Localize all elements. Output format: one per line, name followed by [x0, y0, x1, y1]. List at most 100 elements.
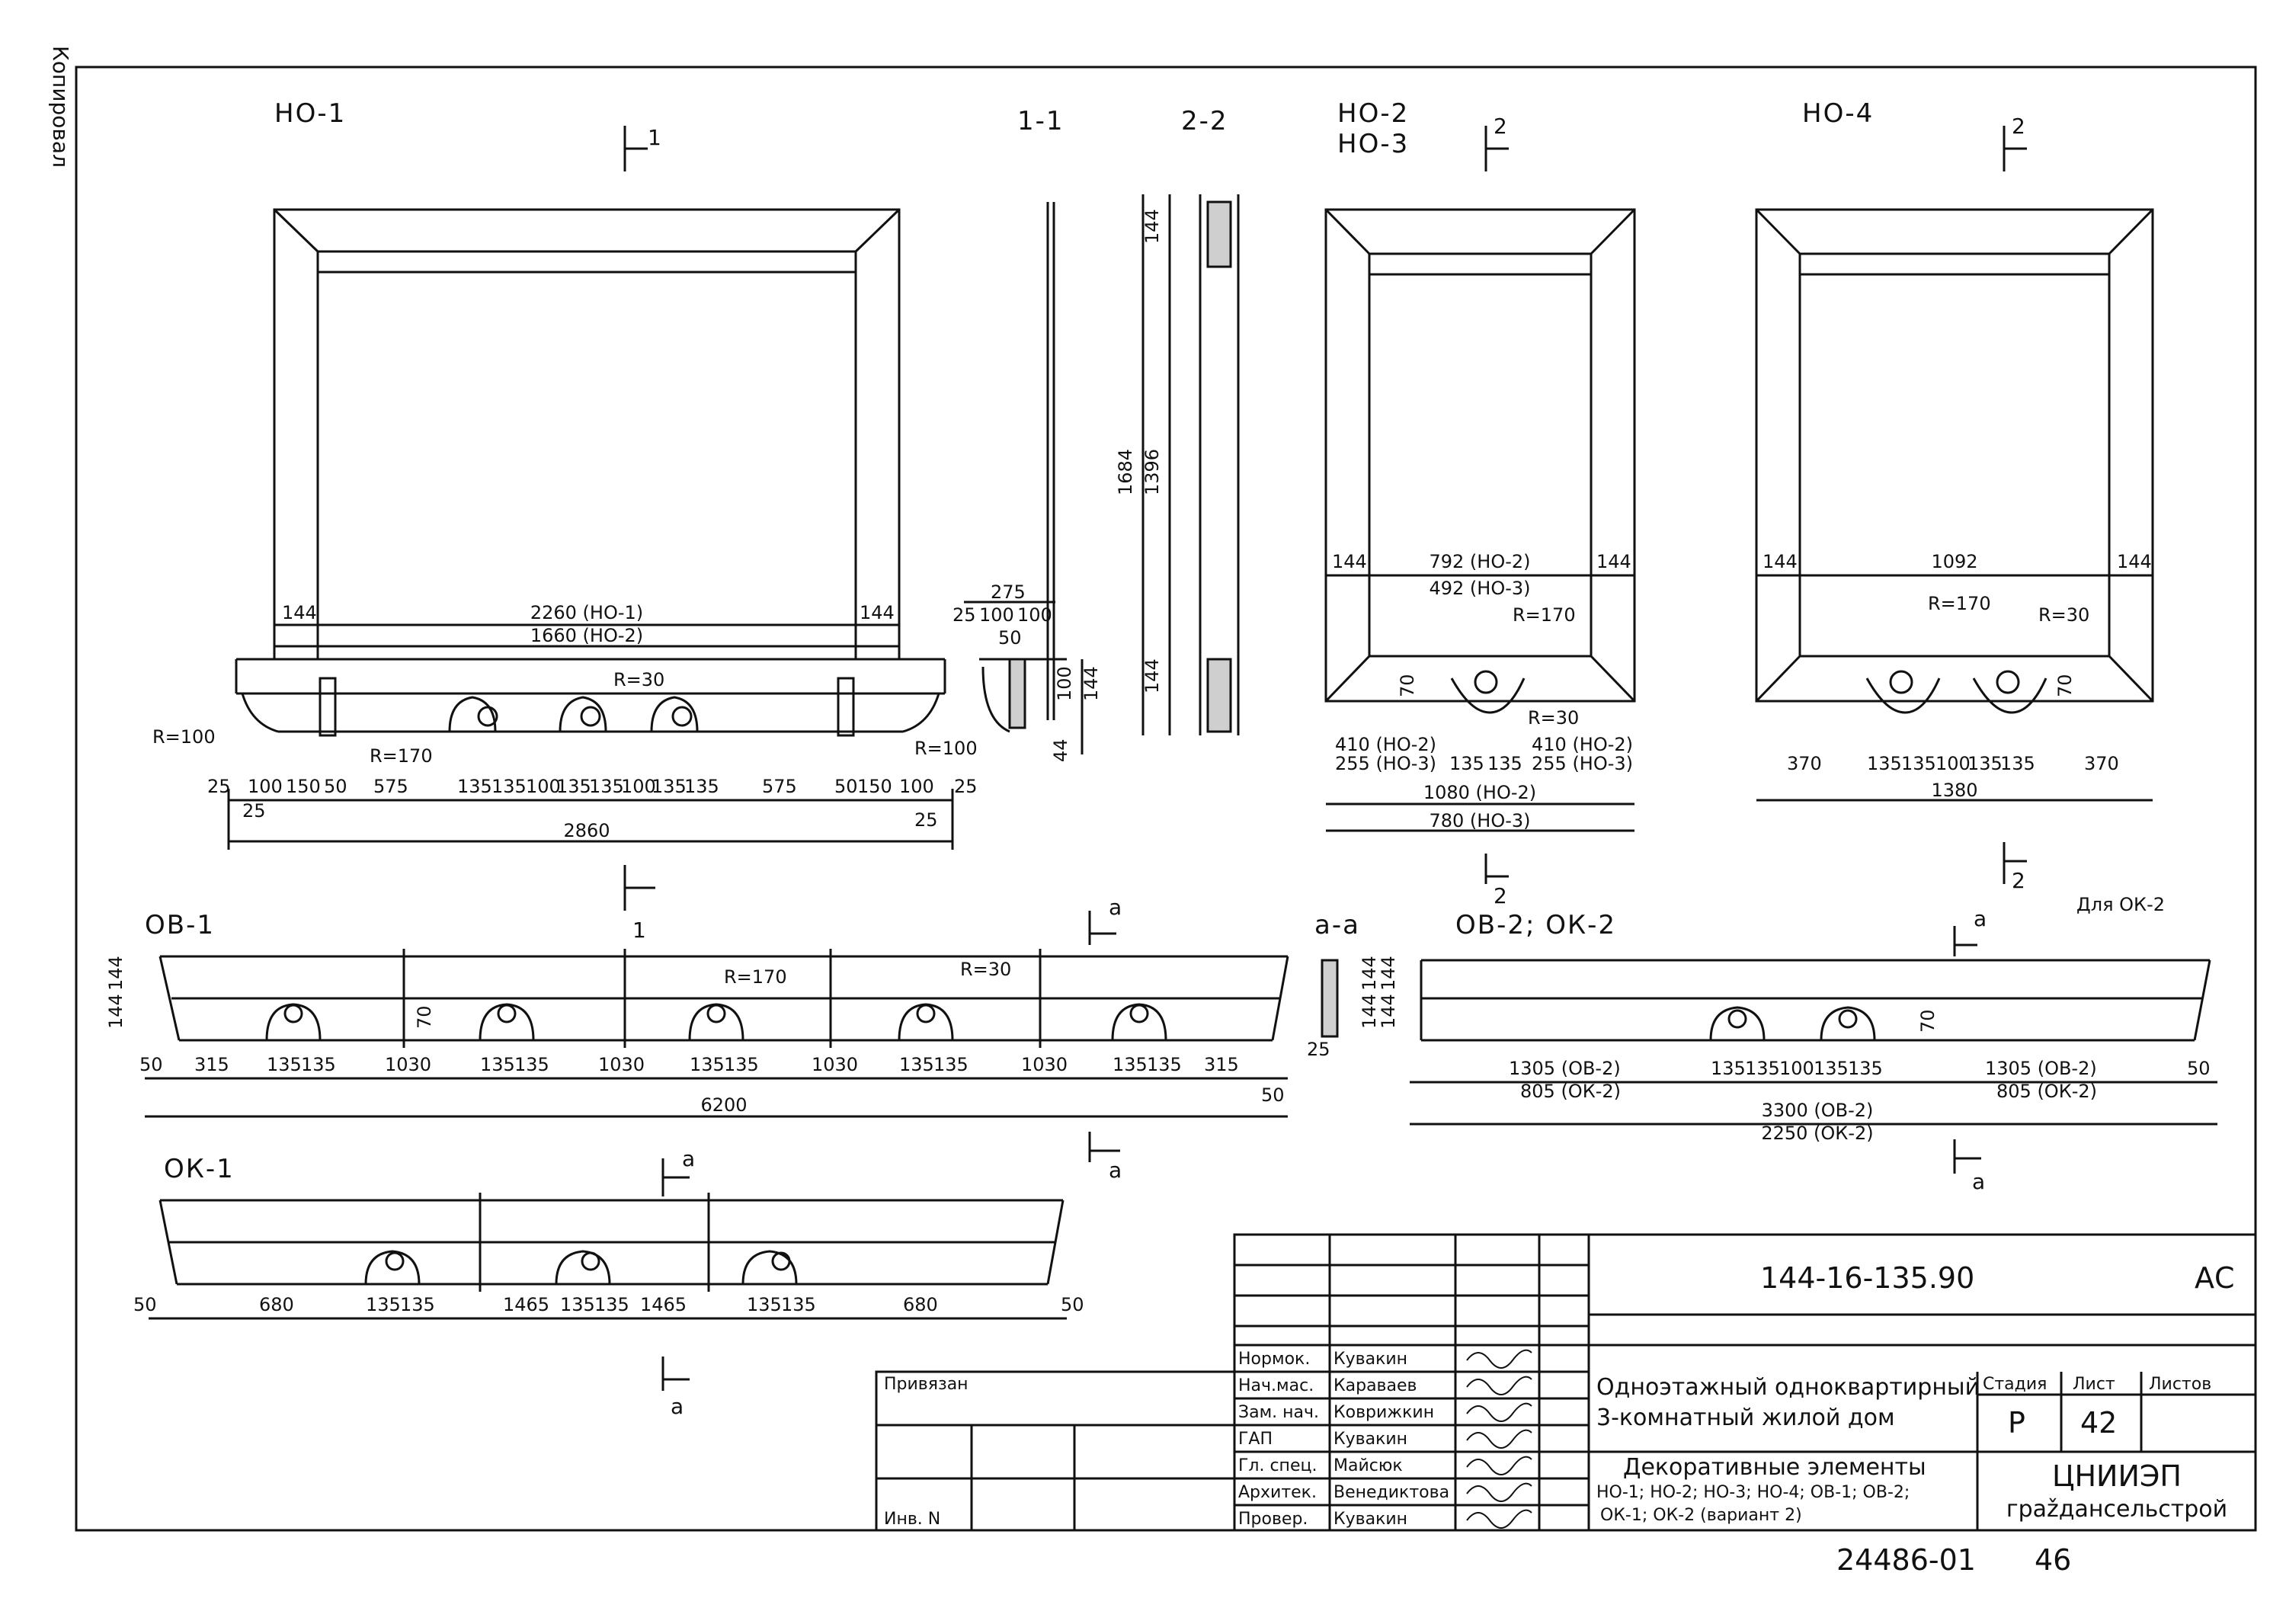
no1-title: НО-1	[274, 98, 346, 129]
dim-value: 135	[1814, 1058, 1849, 1079]
ov2-right-a: 1305 (ОВ-2)	[1985, 1058, 2097, 1079]
no23-left-b: 255 (НО-3)	[1335, 753, 1436, 774]
dim-value: 100	[248, 776, 283, 797]
dim-value: 135	[690, 1054, 725, 1075]
dim-value: 1030	[1021, 1054, 1068, 1075]
no1-dim-sub-l: 25	[242, 800, 266, 822]
ov2-title: ОВ-2; ОК-2	[1455, 910, 1616, 940]
no23-d70: 70	[1397, 674, 1418, 697]
dim-value: 50	[324, 776, 347, 797]
tb-sheet-l3: ОК-1; ОК-2 (вариант 2)	[1600, 1506, 1802, 1525]
dim-value: 370	[2084, 753, 2119, 774]
dim-value: 135	[556, 776, 591, 797]
tb-role: Архитек.	[1238, 1483, 1317, 1502]
dim-value: 575	[762, 776, 797, 797]
tb-name: Кувакин	[1334, 1510, 1407, 1529]
tb-role: Нач.мас.	[1238, 1376, 1314, 1395]
view-ok1: ОК-1 50 680 135 135 1465 135 135 1465 13…	[133, 1146, 1084, 1419]
dim-value: 50	[139, 1054, 163, 1075]
aa-d25: 25	[1307, 1039, 1330, 1060]
ov1-h1: 144	[105, 956, 126, 991]
no23-c1: 135	[1449, 753, 1484, 774]
no1-dim-total: 2860	[563, 820, 610, 841]
tb-sheet-l1: Декоративные элементы	[1623, 1454, 1926, 1481]
no1-dim-inner-a: 2260 (НО-1)	[530, 602, 643, 623]
dim-value: 1465	[503, 1294, 549, 1315]
no1-r-circle: R=30	[613, 669, 664, 690]
no23-r170: R=170	[1513, 604, 1576, 626]
section-mark-label: 1	[632, 918, 646, 943]
ov1-end: 50	[1261, 1084, 1285, 1106]
s11-d100c: 100	[1054, 666, 1075, 701]
dim-value: 150	[286, 776, 321, 797]
ov1-r30: R=30	[960, 959, 1011, 980]
dim-value: 135	[594, 1294, 629, 1315]
dim-value: 680	[903, 1294, 938, 1315]
s11-r: R=100	[914, 738, 978, 759]
ov1-dim-chain: 50 315 135 135 1030 135 135 1030 135 135…	[139, 1054, 1239, 1075]
view-no1: НО-1 2260 (НО-1) 1660 (НО-2) 144 144 R=1…	[152, 98, 978, 943]
section-mark-label: а	[1972, 1169, 1985, 1194]
s22-title: 2-2	[1181, 106, 1228, 136]
ok1-title: ОК-1	[164, 1154, 235, 1184]
aa-h2: 144	[1359, 994, 1380, 1029]
tb-org-l1: ЦНИИЭП	[2052, 1459, 2182, 1493]
dim-value: 135	[267, 1054, 302, 1075]
no4-dim-chain: 370 135 135 100 135 135 370	[1787, 753, 2119, 774]
section-mark-label: 2	[1494, 883, 1507, 908]
s11-d275: 275	[991, 581, 1026, 603]
aa-title: а-а	[1314, 910, 1360, 940]
dim-value: 25	[954, 776, 978, 797]
tb-org-l2: грažдансельстрой	[2006, 1496, 2227, 1523]
section-mark-label: 2	[1494, 114, 1507, 139]
dim-value: 135	[684, 776, 719, 797]
ov2-tot-a: 3300 (ОВ-2)	[1762, 1100, 1874, 1121]
view-section-a-a: а-а 144 144 25	[1307, 910, 1380, 1060]
dim-value: 135	[1147, 1054, 1182, 1075]
dim-value: 135	[899, 1054, 934, 1075]
dim-value: 135	[1967, 753, 2003, 774]
dim-value: 25	[207, 776, 231, 797]
no23-r30: R=30	[1528, 707, 1579, 729]
s11-d100b: 100	[1017, 604, 1052, 626]
no23-right-a: 410 (НО-2)	[1532, 734, 1633, 755]
tb-inv: Инв. N	[884, 1510, 940, 1529]
ov2-note: Для ОК-2	[2076, 894, 2165, 915]
view-ov1: ОВ-1 144 144 R=170 R=30 70 50 315 135 13…	[105, 895, 1289, 1183]
no23-top2: 492 (НО-3)	[1429, 578, 1530, 599]
tb-name: Кувакин	[1334, 1430, 1407, 1449]
dim-value: 135	[514, 1054, 549, 1075]
no1-dim-sub-r: 25	[914, 809, 938, 831]
dim-value: 1030	[812, 1054, 858, 1075]
section-mark-label: а	[671, 1394, 684, 1419]
side-label: Копировал	[48, 46, 73, 168]
s11-title: 1-1	[1017, 106, 1065, 136]
dim-value: 135	[2000, 753, 2035, 774]
dim-value: 50	[834, 776, 858, 797]
footer-page: 46	[2035, 1543, 2071, 1577]
dim-value: 135	[1113, 1054, 1148, 1075]
no4-d70: 70	[2054, 674, 2076, 697]
tb-sheets-h: Листов	[2149, 1375, 2211, 1394]
s11-d44: 44	[1050, 738, 1071, 762]
tb-name: Кувакин	[1334, 1350, 1407, 1369]
no4-r30: R=30	[2038, 604, 2089, 626]
dim-value: 135	[1848, 1058, 1883, 1079]
dim-value: 1030	[598, 1054, 645, 1075]
ov2-tot-b: 2250 (ОК-2)	[1761, 1123, 1873, 1144]
tb-sheet: 42	[2080, 1406, 2117, 1440]
ov2-h1: 144	[1378, 956, 1399, 991]
tb-attached: Привязан	[884, 1375, 969, 1394]
dim-value: 135	[400, 1294, 435, 1315]
dim-value: 680	[259, 1294, 294, 1315]
section-mark-label: 2	[2012, 114, 2025, 139]
view-no4: НО-4 1092 144 144 R=170 R=30 70 370 135 …	[1755, 98, 2154, 893]
s11-d50: 50	[998, 627, 1022, 649]
dim-value: 135	[933, 1054, 969, 1075]
section-mark-label: а	[1974, 906, 1987, 931]
ov2-dim-chain: 135 135 100 135 135	[1711, 1058, 1883, 1079]
s22-d144b: 144	[1141, 658, 1163, 693]
no4-title: НО-4	[1802, 98, 1874, 129]
tb-role: Гл. спец.	[1238, 1456, 1317, 1475]
s11-d25: 25	[952, 604, 976, 626]
